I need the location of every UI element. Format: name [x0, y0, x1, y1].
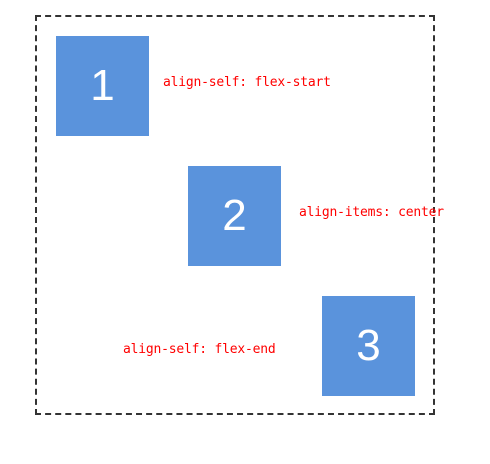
flex-item-1-label: 1	[90, 61, 115, 110]
annotation-align-self-flex-start: align-self: flex-start	[163, 75, 331, 90]
flex-item-2: 2	[188, 166, 281, 266]
flex-item-3-label: 3	[356, 321, 381, 370]
flex-item-1: 1	[56, 36, 149, 136]
annotation-align-items-center: align-items: center	[299, 205, 444, 220]
flex-item-3: 3	[322, 296, 415, 396]
flex-container	[35, 15, 435, 415]
flex-item-2-label: 2	[222, 191, 247, 240]
annotation-align-self-flex-end: align-self: flex-end	[123, 342, 276, 357]
